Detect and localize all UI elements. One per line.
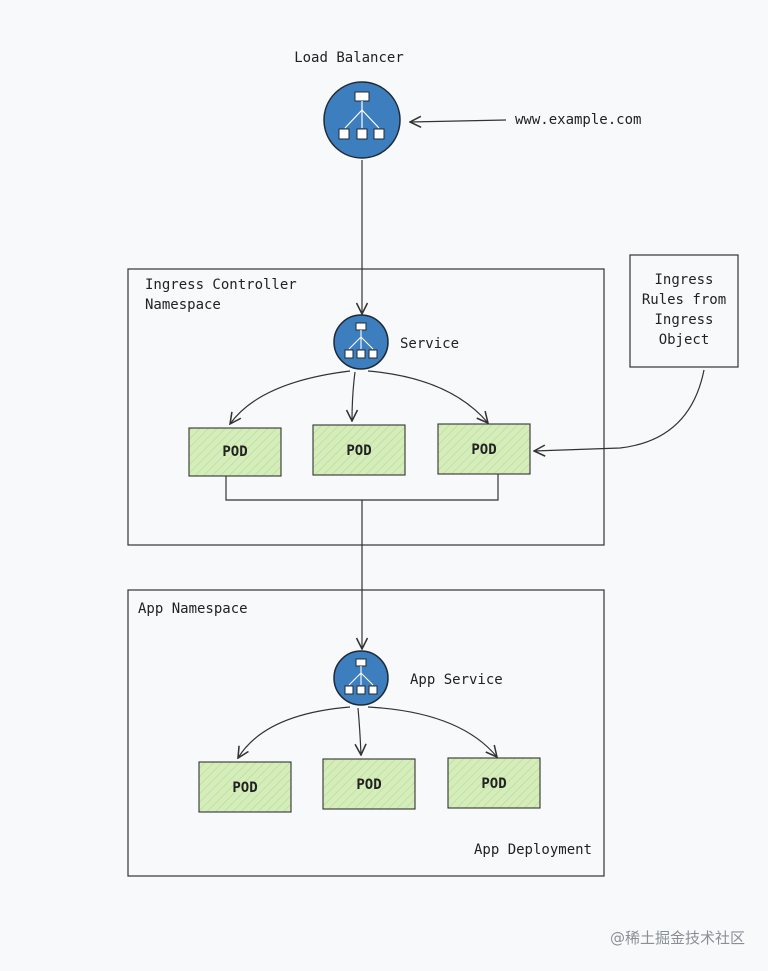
ingress-pod-1 — [188, 427, 282, 477]
service-to-pod-3-arrow — [367, 370, 488, 423]
app-service-to-pod-2-arrow — [358, 707, 361, 755]
app-deployment-label: App Deployment — [474, 842, 592, 858]
app-service-to-pod-3-arrow — [367, 706, 497, 757]
ingress-service-icon — [333, 314, 389, 370]
ingress-pod-1-label: POD — [222, 444, 247, 460]
app-service-to-pod-1-arrow — [238, 706, 351, 758]
ingress-namespace-title-2: Namespace — [145, 297, 221, 313]
ingress-rules-note — [629, 254, 739, 368]
watermark: @稀土掘金技术社区 — [610, 929, 745, 947]
load-balancer-icon — [323, 81, 401, 159]
ingress-namespace-title-1: Ingress Controller — [145, 277, 297, 293]
app-pod-1-label: POD — [232, 780, 257, 796]
ingress-namespace-box — [127, 268, 605, 546]
service-to-pod-1-arrow — [230, 370, 351, 424]
app-pod-3-label: POD — [481, 776, 506, 792]
url-arrow — [410, 120, 507, 122]
app-pod-2-label: POD — [356, 777, 381, 793]
app-namespace-title: App Namespace — [138, 601, 248, 617]
rules-note-line-4: Object — [659, 332, 710, 348]
ingress-service-label: Service — [400, 336, 459, 352]
ingress-pod-2-label: POD — [346, 443, 371, 459]
load-balancer-label: Load Balancer — [294, 50, 404, 66]
app-namespace-box — [127, 589, 605, 877]
pods-bracket-line — [225, 474, 499, 501]
rules-note-line-3: Ingress — [654, 312, 713, 328]
app-pod-3 — [447, 757, 541, 809]
rules-note-line-2: Rules from — [642, 292, 726, 308]
rules-to-pod-arrow — [534, 369, 705, 451]
app-service-icon — [333, 650, 389, 706]
rules-note-line-1: Ingress — [654, 272, 713, 288]
app-pod-2 — [322, 758, 416, 810]
service-to-pod-2-arrow — [352, 371, 355, 421]
url-label: www.example.com — [515, 112, 641, 128]
app-pod-1 — [198, 761, 292, 813]
ingress-pod-3-label: POD — [471, 442, 496, 458]
ingress-pod-3 — [437, 423, 531, 475]
app-service-label: App Service — [410, 672, 503, 688]
ingress-pod-2 — [312, 424, 406, 476]
